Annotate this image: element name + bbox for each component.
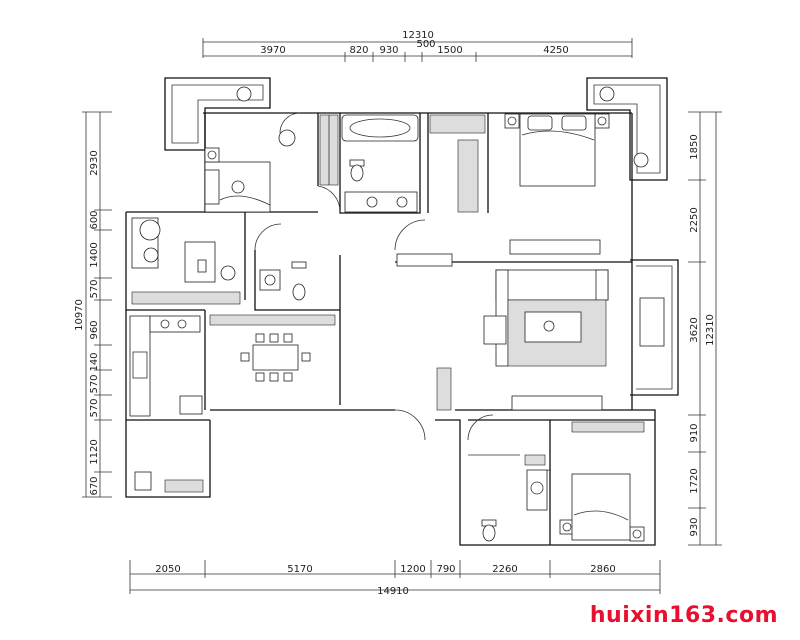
bottom-dim-3: 1200 [400,564,425,575]
bottom-dim-6: 2860 [590,564,615,575]
top-dim-3: 930 [379,45,398,56]
balcony-top-left [164,77,271,151]
study-furniture [131,217,241,305]
left-dimension-lines [82,111,112,498]
bathroom-bottom [468,454,546,466]
right-dim-5: 1720 [689,468,700,493]
partition [436,367,452,411]
nightstand-icon [204,113,645,542]
right-dim-2: 2250 [689,207,700,232]
sofa [483,269,609,367]
bottom-total-dim: 14910 [377,586,409,597]
left-dim-10: 670 [89,476,100,495]
top-dimension-lines [202,38,633,62]
top-dim-4: 500 [416,39,435,50]
left-total-dim: 10970 [74,299,85,331]
bottom-dimension-lines [129,560,661,594]
bed-bottom-right [571,473,631,541]
left-dim-7: 570 [89,374,100,393]
left-dim-9: 1120 [89,439,100,464]
bed-top-right [519,113,596,187]
dining-table [209,314,336,382]
bottom-dim-5: 2260 [492,564,517,575]
armchair [639,297,665,347]
right-dim-3: 3620 [689,317,700,342]
bottom-dim-4: 790 [436,564,455,575]
sink-icon [259,191,548,511]
wardrobe-right [429,114,486,213]
top-dim-5: 1500 [437,45,462,56]
top-dim-2: 820 [349,45,368,56]
bathtub-icon [341,114,419,142]
left-dim-1: 2930 [89,150,100,175]
right-dim-1: 1850 [689,134,700,159]
tv-cabinet [396,239,603,411]
top-dim-1: 3970 [260,45,285,56]
left-dim-5: 960 [89,320,100,339]
watermark: huixin163.com [589,603,778,628]
toilet-icon [291,159,497,542]
right-dim-4: 910 [689,423,700,442]
balcony-right [630,259,679,396]
bottom-dim-1: 2050 [155,564,180,575]
left-dim-2: 600 [89,210,100,229]
left-dim-6: 140 [89,352,100,371]
right-dimension-lines [688,111,722,546]
kitchen-counter [129,315,204,493]
wardrobe-bottom [571,421,645,433]
top-total-dim: 12310 [402,30,434,41]
left-dim-8: 570 [89,398,100,417]
right-total-dim: 12310 [705,314,716,346]
balcony-top-right [586,77,668,181]
chair-icon [278,129,296,147]
left-dim-3: 1400 [89,242,100,267]
right-dim-6: 930 [689,517,700,536]
bottom-dim-2: 5170 [287,564,312,575]
wardrobe-left [319,114,339,186]
left-dim-4: 570 [89,279,100,298]
top-dim-6: 4250 [543,45,568,56]
